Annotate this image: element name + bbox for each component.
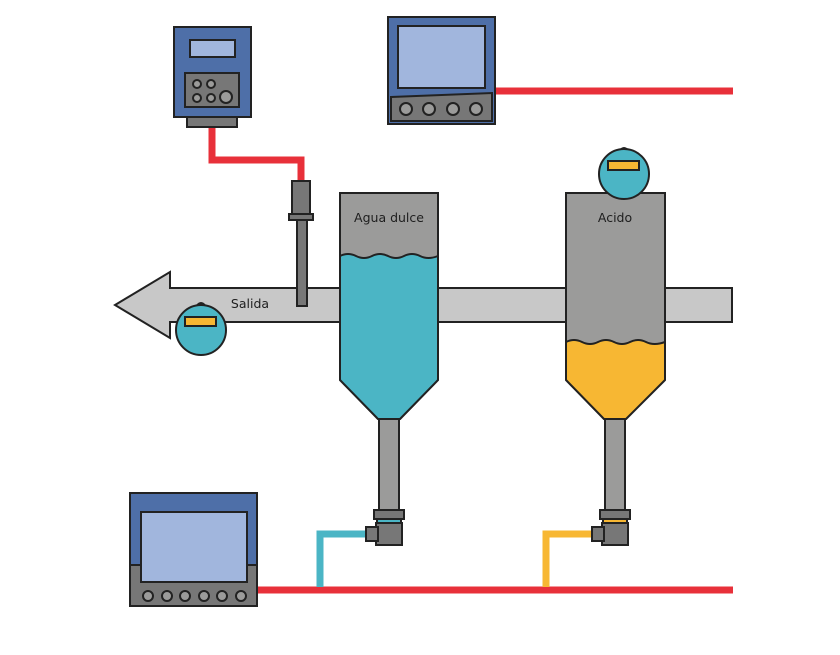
level-sensor-display xyxy=(184,316,217,327)
controller-button[interactable] xyxy=(446,102,460,116)
tank-acid-label: Acido xyxy=(598,210,632,225)
outlet-label: Salida xyxy=(231,296,269,311)
tank-fresh-water: Agua dulce xyxy=(339,192,439,515)
outlet-arrow xyxy=(113,270,341,340)
controller-button[interactable] xyxy=(198,590,210,602)
controller-button[interactable] xyxy=(216,590,228,602)
controller-button[interactable] xyxy=(179,590,191,602)
signal-line-acid-valve xyxy=(542,530,592,587)
transmitter-device[interactable] xyxy=(173,26,252,128)
acid-fill xyxy=(565,339,666,420)
tank-fresh-water-label: Agua dulce xyxy=(354,210,424,225)
keypad-button[interactable] xyxy=(192,93,202,103)
keypad-button[interactable] xyxy=(206,79,216,89)
valve-acid[interactable] xyxy=(591,509,631,546)
fresh-water-fill xyxy=(339,253,439,420)
tank-acid: Acido xyxy=(565,192,666,515)
controller-bottom-screen xyxy=(140,511,248,583)
signal-line-fresh-water-valve xyxy=(316,530,366,587)
controller-button[interactable] xyxy=(161,590,173,602)
controller-button[interactable] xyxy=(422,102,436,116)
level-sensor-display xyxy=(607,160,640,171)
tank-fresh-water-outlet-pipe xyxy=(378,417,400,515)
valve-fresh-water[interactable] xyxy=(365,509,405,546)
level-sensor-outlet[interactable] xyxy=(175,302,227,356)
controller-button[interactable] xyxy=(235,590,247,602)
immersion-probe[interactable] xyxy=(288,180,314,307)
controller-button[interactable] xyxy=(399,102,413,116)
level-sensor-acid[interactable] xyxy=(598,147,650,200)
tank-acid-outlet-pipe xyxy=(604,417,626,515)
controller-top-screen xyxy=(397,25,486,89)
keypad-knob[interactable] xyxy=(219,90,233,104)
controller-top[interactable] xyxy=(387,16,496,125)
controller-button[interactable] xyxy=(469,102,483,116)
transmitter-display xyxy=(189,39,236,58)
controller-top-panel xyxy=(390,91,493,122)
controller-bottom[interactable] xyxy=(129,492,258,607)
controller-button[interactable] xyxy=(142,590,154,602)
keypad-button[interactable] xyxy=(192,79,202,89)
keypad-button[interactable] xyxy=(206,93,216,103)
signal-line-transmitter xyxy=(208,125,305,182)
